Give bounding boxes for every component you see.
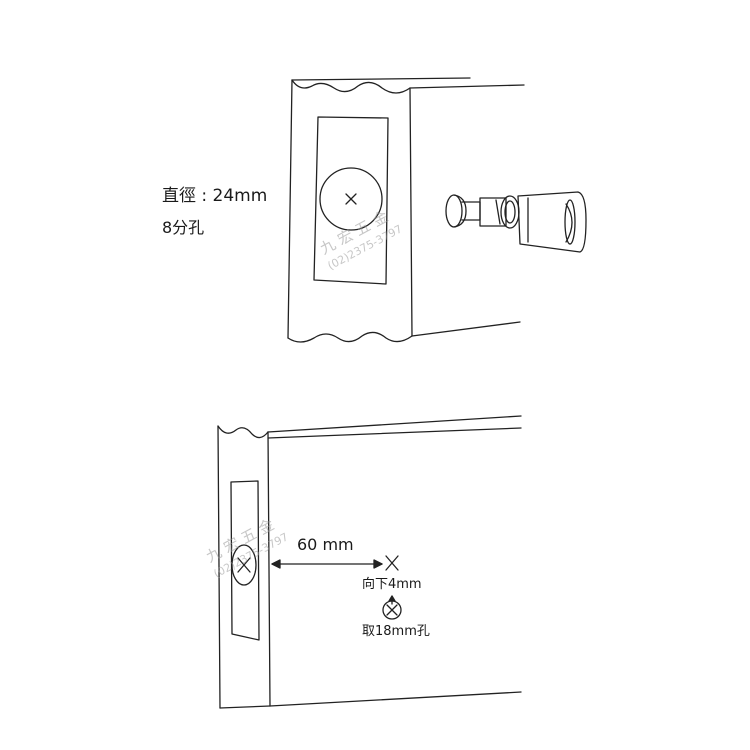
top-door-side-bottom-edge xyxy=(411,321,521,337)
top-door-back-edge xyxy=(409,84,525,89)
top-door-wavy-edge xyxy=(291,79,411,94)
top-lock-plate xyxy=(313,116,389,285)
bottom-door-left-edge xyxy=(217,425,221,709)
bottom-door-bottom-edge xyxy=(219,705,271,709)
lock-body xyxy=(479,197,507,227)
lock-face-inner xyxy=(504,200,516,224)
drill-hole-cross xyxy=(386,604,398,616)
top-cabinet-door xyxy=(287,77,525,343)
top-door-top-edge xyxy=(291,77,471,81)
dimension-arrow-right xyxy=(373,559,383,569)
bottom-door-top-edge xyxy=(267,415,522,433)
key-hole xyxy=(564,199,576,245)
bottom-door-wavy-top xyxy=(217,425,269,439)
hole-size-label: 8分孔 xyxy=(162,218,205,237)
lock-washer-rim xyxy=(453,194,467,228)
bottom-door-right-edge xyxy=(267,431,271,707)
bottom-door-top-inner-edge xyxy=(267,427,522,439)
top-door-wavy-bottom xyxy=(287,331,413,343)
top-bore-hole xyxy=(319,167,383,231)
lock-washer xyxy=(445,194,463,228)
bottom-door-side-bottom-edge xyxy=(269,691,522,707)
diameter-label: 直徑 : 24mm xyxy=(162,186,268,206)
cam-lock-with-key xyxy=(445,191,587,253)
top-door-right-edge xyxy=(409,87,413,337)
top-door-left-edge xyxy=(287,79,293,339)
bottom-cabinet-door xyxy=(217,415,522,709)
bottom-lock-plate xyxy=(230,480,260,641)
offset-label: 向下4mm xyxy=(362,577,422,592)
measure-point-cross xyxy=(385,555,399,571)
top-bore-center-cross xyxy=(345,193,357,205)
bottom-bore-center-cross xyxy=(237,557,251,573)
bottom-bore-hole xyxy=(231,544,257,586)
offset-arrow-head xyxy=(388,595,396,602)
drill-label: 取18mm孔 xyxy=(362,624,430,639)
distance-label: 60 mm xyxy=(297,535,354,554)
dimension-arrow-left xyxy=(271,559,281,569)
lock-body-line xyxy=(495,199,501,225)
key-hole-shade xyxy=(565,203,573,243)
drill-hole-18mm xyxy=(382,600,402,620)
key-head xyxy=(517,191,587,253)
